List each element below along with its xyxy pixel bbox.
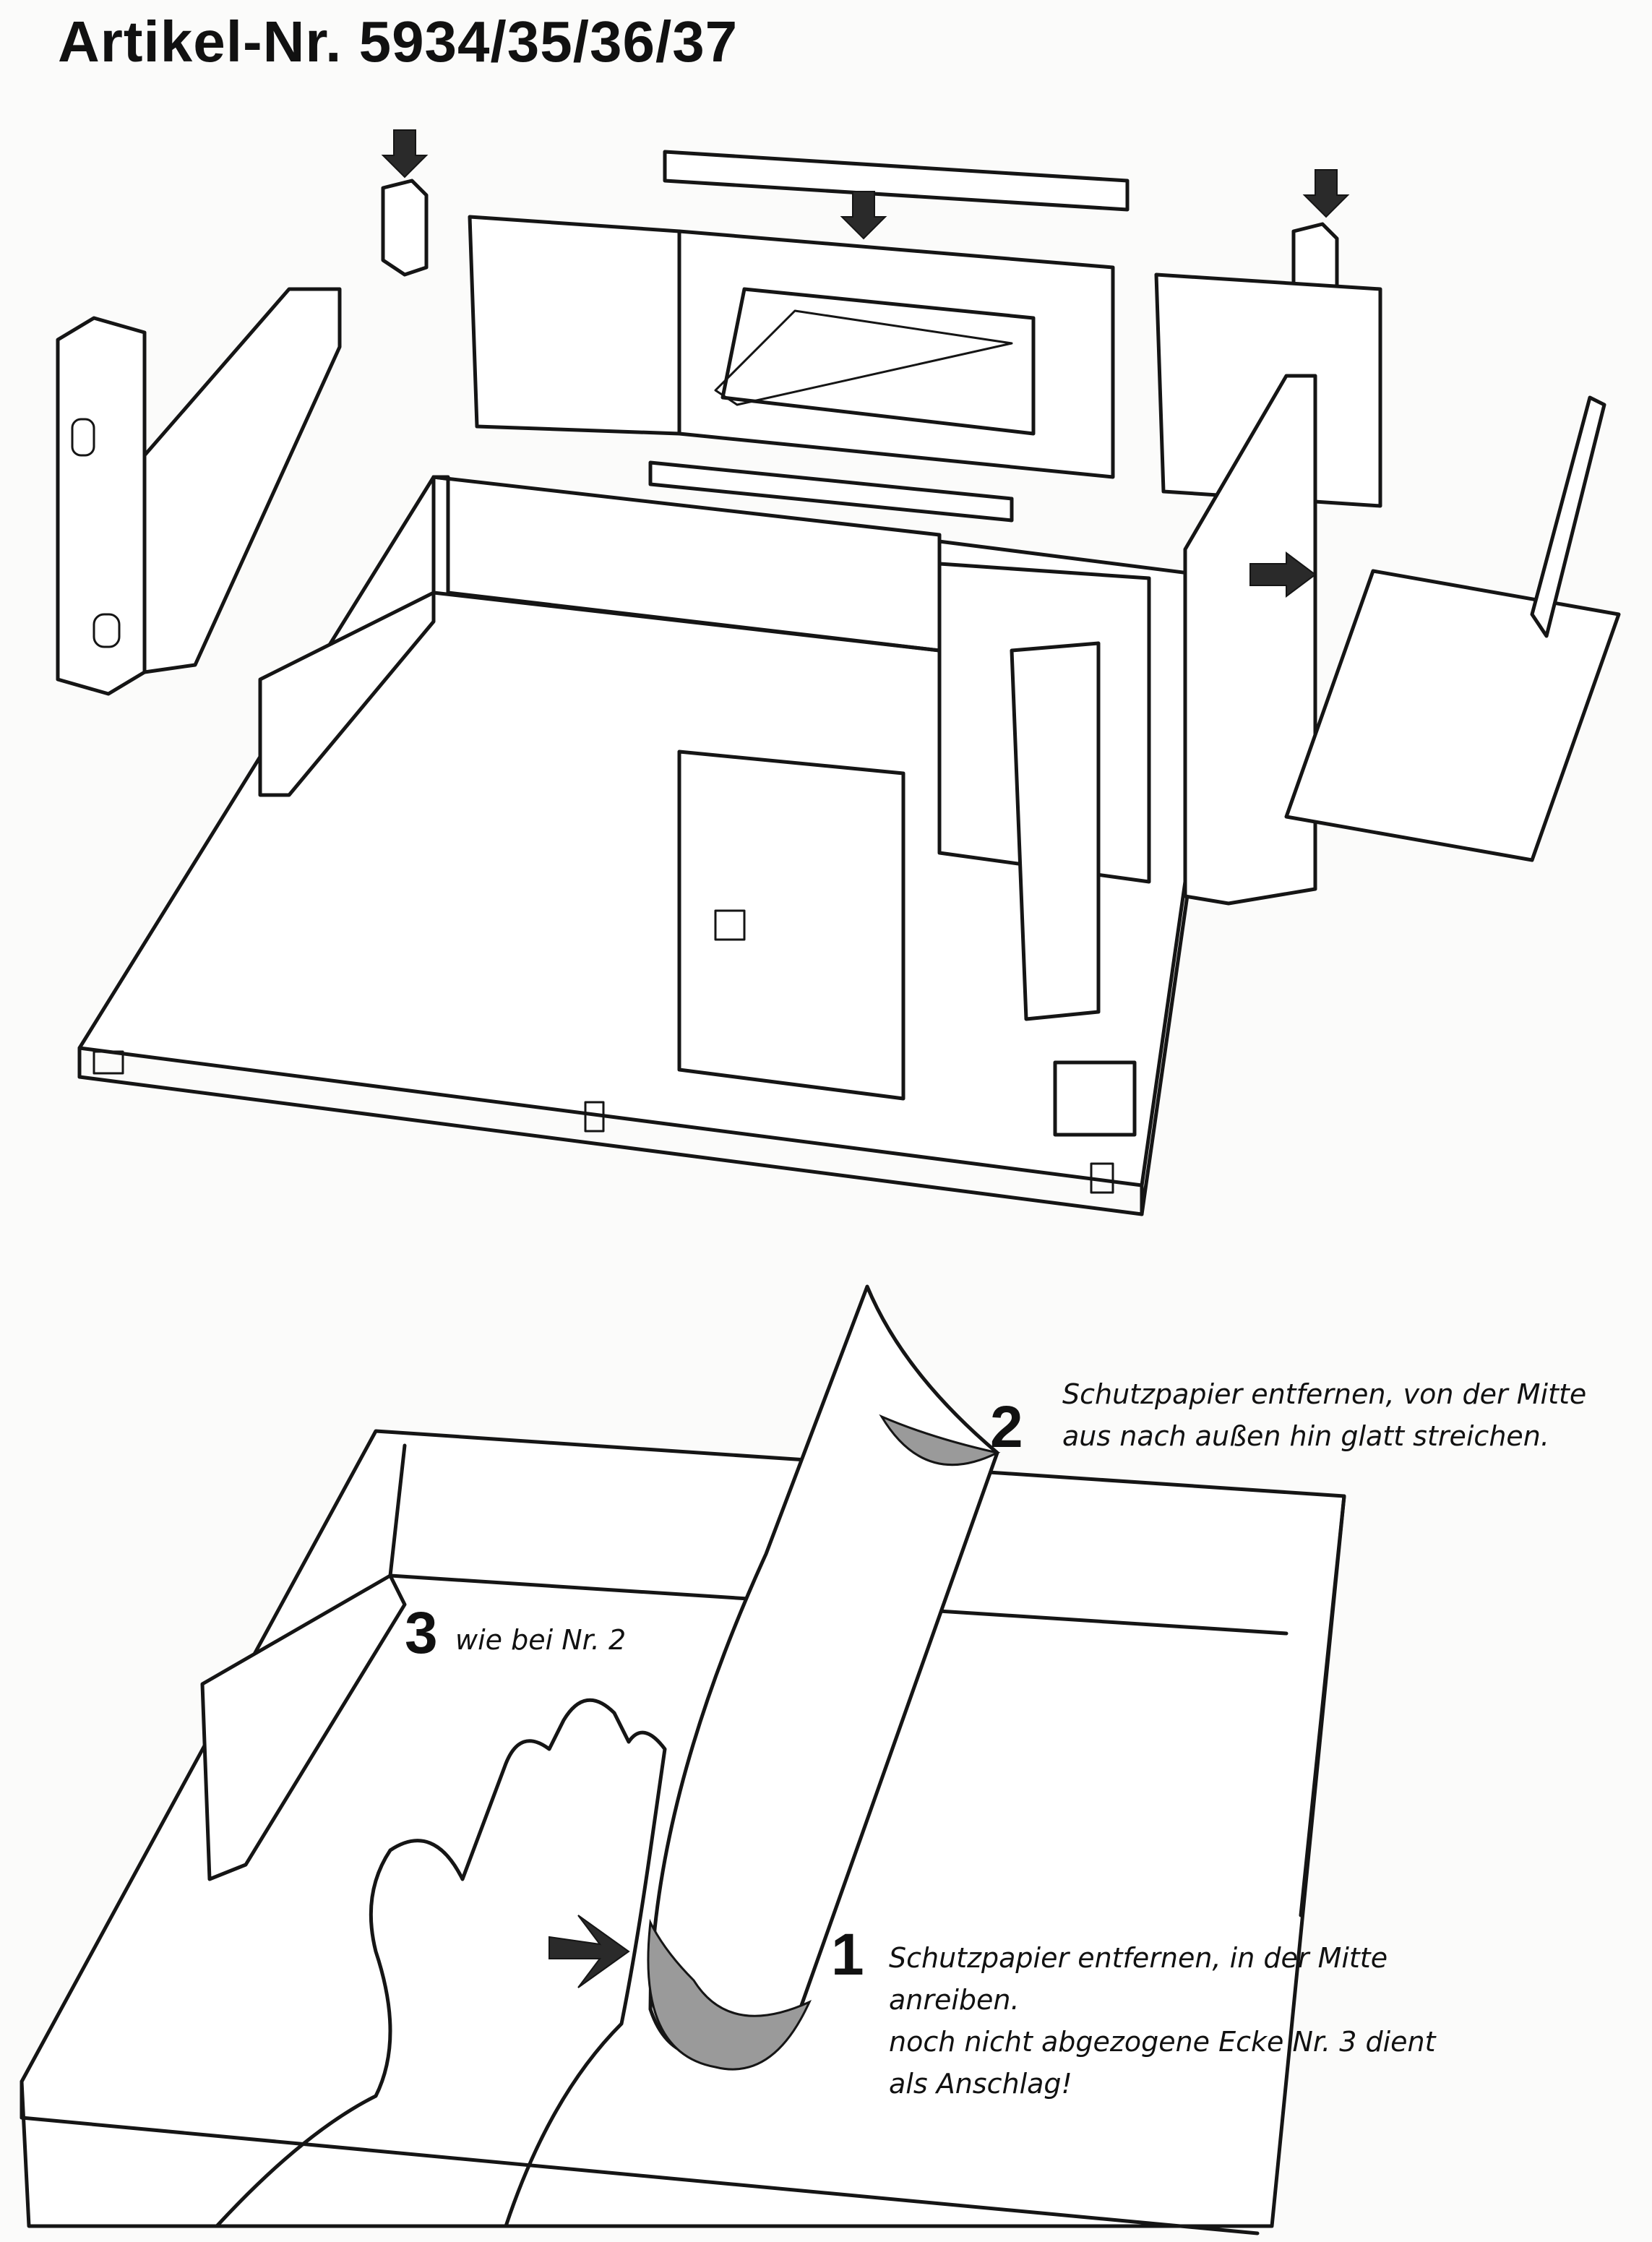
window-opening (720, 287, 1036, 436)
step-number-3: 3 (405, 1600, 438, 1666)
left-side-panel (142, 287, 342, 674)
vertical-rail (1010, 641, 1101, 1021)
left-low-wall (258, 590, 436, 797)
clip-top-left (381, 179, 429, 277)
exploded-assembly-drawing (56, 129, 1621, 1216)
step-text-3: wie bei Nr. 2 (455, 1624, 627, 1656)
paper-curl-top (879, 1414, 1001, 1466)
arrow-right-icon-hand (548, 1915, 630, 1988)
step-text-1: Schutzpapier entfernen, in der Mitte anr… (889, 1942, 1436, 2100)
small-door (677, 750, 905, 1101)
knob-icon (714, 909, 746, 941)
step-number-1: 1 (831, 1922, 864, 1988)
page-title: Artikel-Nr. 5934/35/36/37 (58, 9, 739, 74)
hand-icon (215, 1698, 667, 2228)
arrow-right-icon (1249, 551, 1317, 598)
lower-rail (648, 460, 1014, 523)
step-text-2: Schutzpapier entfernen, von der Mitte au… (1062, 1378, 1587, 1452)
rear-panel-right (1154, 272, 1382, 508)
right-upright-panel (1530, 395, 1606, 638)
arrow-down-icon-rail (840, 191, 887, 240)
arrow-down-icon-right (1302, 169, 1350, 218)
arrow-down-icon-left (381, 129, 429, 179)
box-left-wall (200, 1573, 407, 1881)
paper-curl-bottom (647, 1918, 812, 2071)
top-rail (663, 150, 1130, 212)
step-number-2: 2 (990, 1394, 1023, 1460)
bottom-clip (1053, 1060, 1137, 1137)
right-floor-panel (1284, 569, 1621, 862)
right-side-frame (1183, 374, 1317, 906)
